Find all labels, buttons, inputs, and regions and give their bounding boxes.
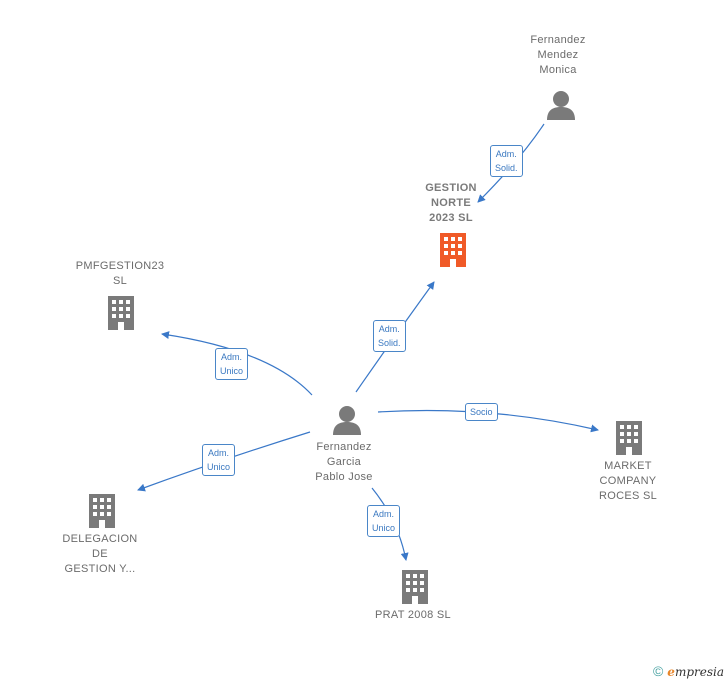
brand-logo: empresia [667, 665, 724, 679]
node-label-pmfgestion[interactable]: PMFGESTION23 SL [75, 260, 165, 287]
edge-label-garcia-delegacion: Adm. Unico [202, 444, 236, 476]
building-icon[interactable] [616, 421, 642, 455]
node-label-delegacion[interactable]: DELEGACION DE GESTION Y... [62, 533, 138, 575]
edge-label-mendez-norte: Adm. Solid. [490, 145, 523, 177]
edge-label-garcia-pmf: Adm. Unico [215, 348, 249, 380]
edge-label-garcia-prat: Adm. Unico [367, 505, 401, 537]
building-icon[interactable] [440, 233, 466, 267]
building-icon[interactable] [89, 494, 115, 528]
node-label-gestion-norte[interactable]: GESTION NORTE 2023 SL [425, 182, 477, 224]
footer-brand: ©empresia [653, 663, 724, 679]
node-label-fernandez-garcia[interactable]: Fernandez Garcia Pablo Jose [315, 441, 373, 483]
node-label-market-company[interactable]: MARKET COMPANY ROCES SL [598, 460, 658, 502]
node-label-prat[interactable]: PRAT 2008 SL [375, 609, 451, 621]
edge-label-garcia-norte: Adm. Solid. [373, 320, 406, 352]
copyright-icon: © [652, 663, 664, 679]
person-icon[interactable] [333, 406, 361, 435]
edge-label-garcia-market: Socio [465, 403, 498, 421]
building-icon[interactable] [402, 570, 428, 604]
person-icon[interactable] [547, 91, 575, 120]
node-label-fernandez-mendez[interactable]: Fernandez Mendez Monica [530, 34, 586, 76]
building-icon[interactable] [108, 296, 134, 330]
edge-garcia-pmf [161, 331, 313, 396]
